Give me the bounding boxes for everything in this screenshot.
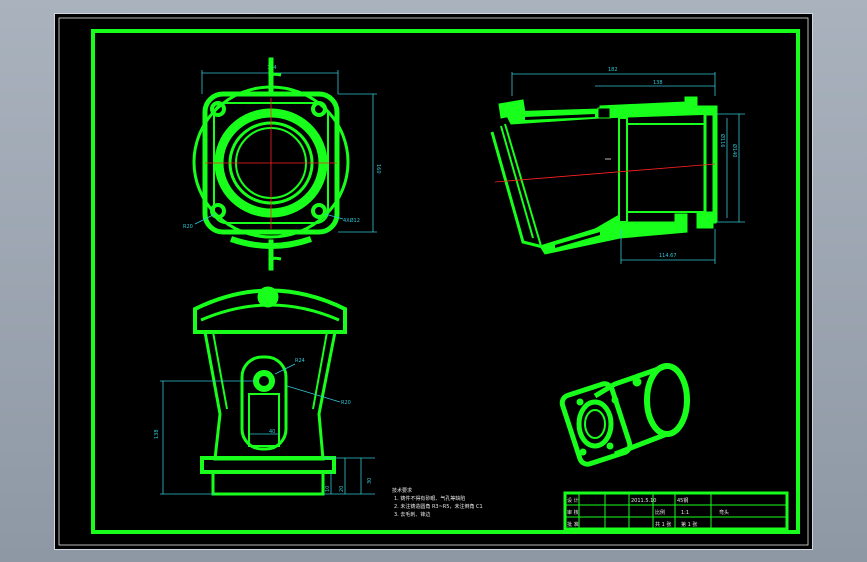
label-designer: 设 计 xyxy=(567,497,579,504)
cad-drawing: 144 160 R20 4XØ12 182 138 xyxy=(58,17,809,546)
dim-section-outer: Ø140 xyxy=(731,144,738,157)
dim-front-step1: 10 xyxy=(325,486,331,492)
title-sheet-total: 共 1 张 xyxy=(655,521,671,528)
dim-bolt-hole: 4XØ12 xyxy=(343,217,360,224)
label-scale: 比例 xyxy=(655,509,665,516)
dim-front-width: 40 xyxy=(269,429,275,435)
title-block: 设 计 审 核 批 准 2011.5.10 45钢 比例 1:1 共 1 张 第… xyxy=(563,491,789,531)
technical-notes: 技术要求 1. 铸件不得有砂眼、气孔等缺陷 2. 未注铸造圆角 R3~R5，未注… xyxy=(392,487,483,518)
title-material: 45钢 xyxy=(677,497,688,504)
title-scale: 1:1 xyxy=(681,510,689,516)
label-checker: 审 核 xyxy=(567,509,579,516)
title-date: 2011.5.10 xyxy=(631,498,656,504)
outer-frame xyxy=(58,17,809,546)
dim-section-bottom: 114.67 xyxy=(659,253,677,259)
title-part-name: 弯头 xyxy=(719,509,729,516)
dim-front-r2: R20 xyxy=(341,400,351,406)
dim-section-length: 138 xyxy=(653,80,663,86)
notes-title: 技术要求 xyxy=(392,487,412,494)
notes-line-1: 1. 铸件不得有砂眼、气孔等缺陷 xyxy=(394,495,465,502)
dim-front-step2: 20 xyxy=(339,486,345,492)
dim-top-height: 160 xyxy=(375,164,381,174)
dim-front-step3: 30 xyxy=(367,478,373,484)
dim-corner-radius: R20 xyxy=(183,224,193,230)
dim-section-bore: Ø116 xyxy=(719,134,726,147)
notes-line-3: 3. 去毛刺、锋边 xyxy=(394,511,430,518)
isometric-view xyxy=(559,363,690,467)
section-view: 182 138 114.67 Ø116 Ø140 xyxy=(490,67,745,264)
label-approver: 批 准 xyxy=(567,521,579,528)
front-view: 138 40 R24 R20 10 20 30 xyxy=(154,286,375,496)
dim-front-height: 138 xyxy=(154,429,160,439)
notes-line-2: 2. 未注铸造圆角 R3~R5，未注倒角 C1 xyxy=(394,503,483,510)
dim-section-total: 182 xyxy=(608,67,618,73)
top-view: 144 160 R20 4XØ12 xyxy=(183,57,381,271)
inner-frame xyxy=(91,29,800,534)
drawing-sheet: 144 160 R20 4XØ12 182 138 xyxy=(55,14,812,549)
dim-front-r1: R24 xyxy=(295,358,305,364)
title-sheet-no: 第 1 张 xyxy=(681,521,697,528)
